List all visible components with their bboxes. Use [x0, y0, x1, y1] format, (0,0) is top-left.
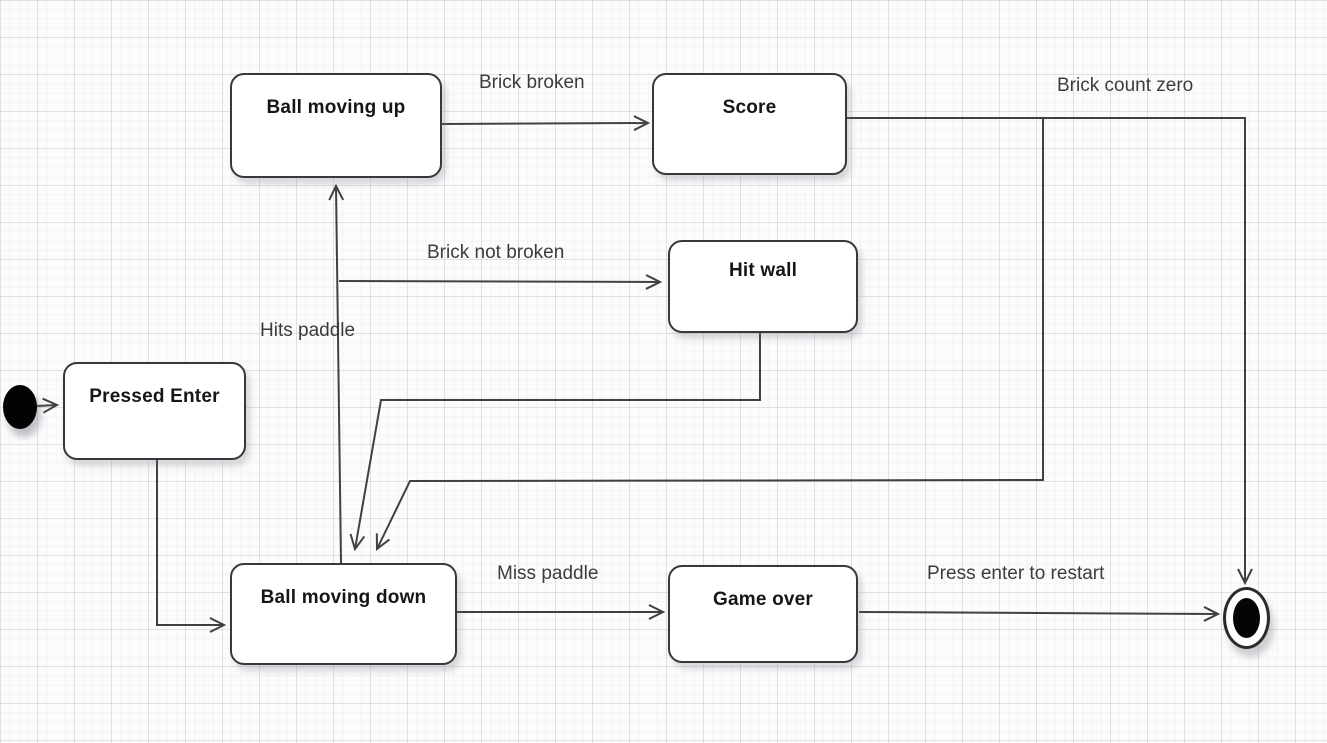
- state-ball-moving-up: Ball moving up: [230, 73, 442, 178]
- edge-score-to-ball-moving-down: [377, 117, 1044, 549]
- edge-brick-count-zero: [847, 117, 1245, 583]
- edge-hits-paddle: [336, 186, 341, 564]
- state-label: Ball moving down: [260, 587, 427, 608]
- initial-state-node: [3, 385, 37, 429]
- final-state-node: [1223, 587, 1270, 649]
- edge-brick-broken: [441, 123, 648, 124]
- state-ball-moving-down: Ball moving down: [230, 563, 457, 665]
- edge-brick-not-broken: [338, 281, 660, 282]
- edge-label-hits-paddle: Hits paddle: [260, 320, 356, 341]
- state-hit-wall: Hit wall: [668, 240, 858, 333]
- state-label: Score: [722, 97, 777, 118]
- edge-label-brick-count-zero: Brick count zero: [1057, 75, 1194, 96]
- edge-initial-to-pressed-enter: [36, 405, 57, 406]
- edge-hit-wall-to-ball-moving-down: [355, 333, 761, 549]
- state-score: Score: [652, 73, 847, 175]
- edge-pressed-enter-to-ball-moving-down: [156, 460, 224, 625]
- edge-label-miss-paddle: Miss paddle: [497, 563, 599, 584]
- state-label: Game over: [712, 589, 814, 610]
- final-state-inner-dot: [1233, 598, 1260, 638]
- state-pressed-enter: Pressed Enter: [63, 362, 246, 460]
- edge-label-brick-broken: Brick broken: [479, 72, 585, 93]
- state-game-over: Game over: [668, 565, 858, 663]
- edge-label-press-enter-to-restart: Press enter to restart: [927, 563, 1105, 584]
- edge-label-brick-not-broken: Brick not broken: [427, 242, 565, 263]
- state-label: Pressed Enter: [89, 386, 220, 407]
- edge-press-enter-to-restart: [858, 612, 1218, 614]
- state-label: Ball moving up: [266, 97, 406, 118]
- state-label: Hit wall: [728, 260, 798, 281]
